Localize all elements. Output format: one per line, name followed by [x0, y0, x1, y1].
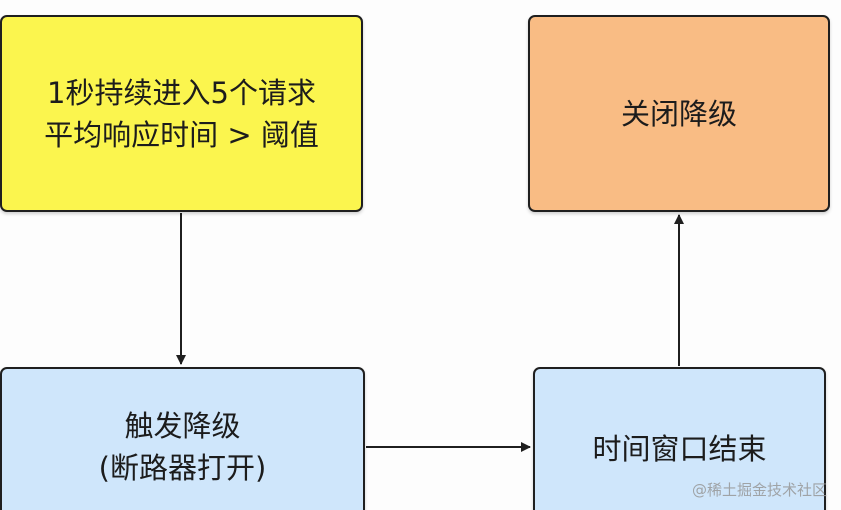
- node-close-degrade: 关闭降级: [528, 15, 830, 212]
- node-window-label: 时间窗口结束: [592, 432, 767, 466]
- node-start-line1: 1秒持续进入5个请求: [47, 75, 316, 110]
- watermark: @稀土掘金技术社区: [691, 481, 827, 499]
- node-trigger-line1: 触发降级: [124, 409, 241, 443]
- node-start-condition: 1秒持续进入5个请求 平均响应时间 > 阈值: [0, 15, 363, 212]
- node-trigger-line2: (断路器打开): [98, 451, 267, 485]
- node-close-label: 关闭降级: [620, 96, 737, 131]
- node-window-end: 时间窗口结束: [533, 367, 826, 510]
- node-start-line2: 平均响应时间 > 阈值: [44, 117, 319, 152]
- node-trigger-degrade: 触发降级 (断路器打开): [0, 367, 365, 510]
